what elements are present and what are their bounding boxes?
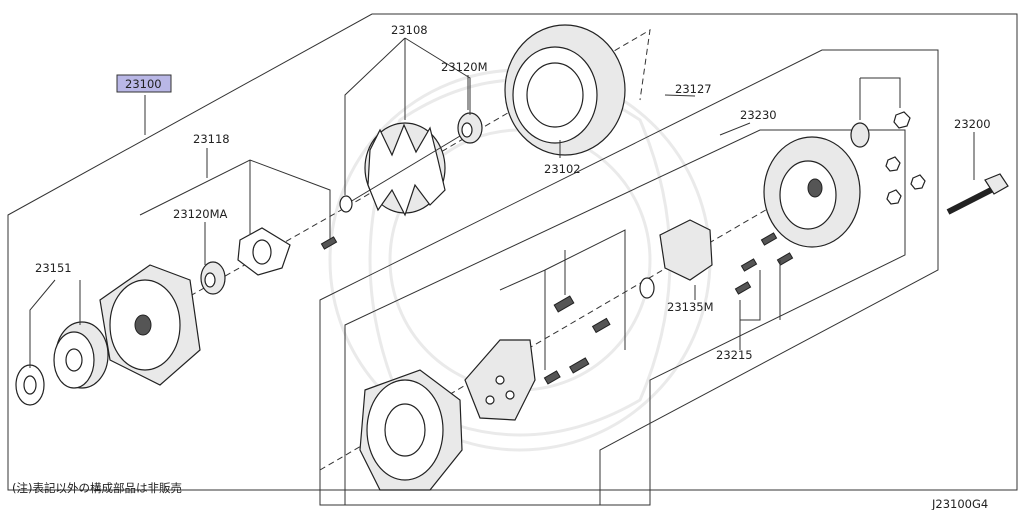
label-front-bearing: 23120MA [173,207,228,221]
screw-part [320,236,338,250]
through-bolt-part [946,173,1009,215]
washer-part [15,364,45,406]
label-rear-group: 23127 [675,82,712,96]
note-text: (注)表記以外の構成部品は非販売 [12,481,182,495]
assembly-label-highlight [116,74,172,93]
rectifier-part [464,339,536,421]
leader-lines [29,37,975,370]
rear-bearing-part [457,112,483,144]
stator-part [504,24,626,156]
label-rear-bearing: 23120M [441,60,488,74]
terminal-bolts [543,295,611,385]
assembly-outline [7,13,1018,491]
retainer-plate-part [237,227,291,276]
rear-housing-part [359,369,463,491]
rear-cover-outline [344,129,906,506]
rear-cover-part [763,136,861,248]
label-stator: 23102 [544,162,581,176]
label-rotor: 23108 [391,23,428,37]
label-retainer: 23118 [193,132,230,146]
label-rear-cover: 23230 [740,108,777,122]
diagram-code: J23100G4 [931,497,988,510]
label-assembly: 23100 [125,77,162,91]
pulley-part [53,321,109,389]
label-screws: 23215 [716,348,753,362]
label-pulley: 23151 [35,261,72,275]
label-regulator: 23135M [667,300,714,314]
nuts-group [850,111,926,205]
regulator-part [639,219,713,299]
rotor-part [339,122,471,217]
front-housing-part [99,264,201,386]
screws-group [734,232,794,295]
label-through-bolt: 23200 [954,117,991,131]
bearing-part [200,261,226,295]
